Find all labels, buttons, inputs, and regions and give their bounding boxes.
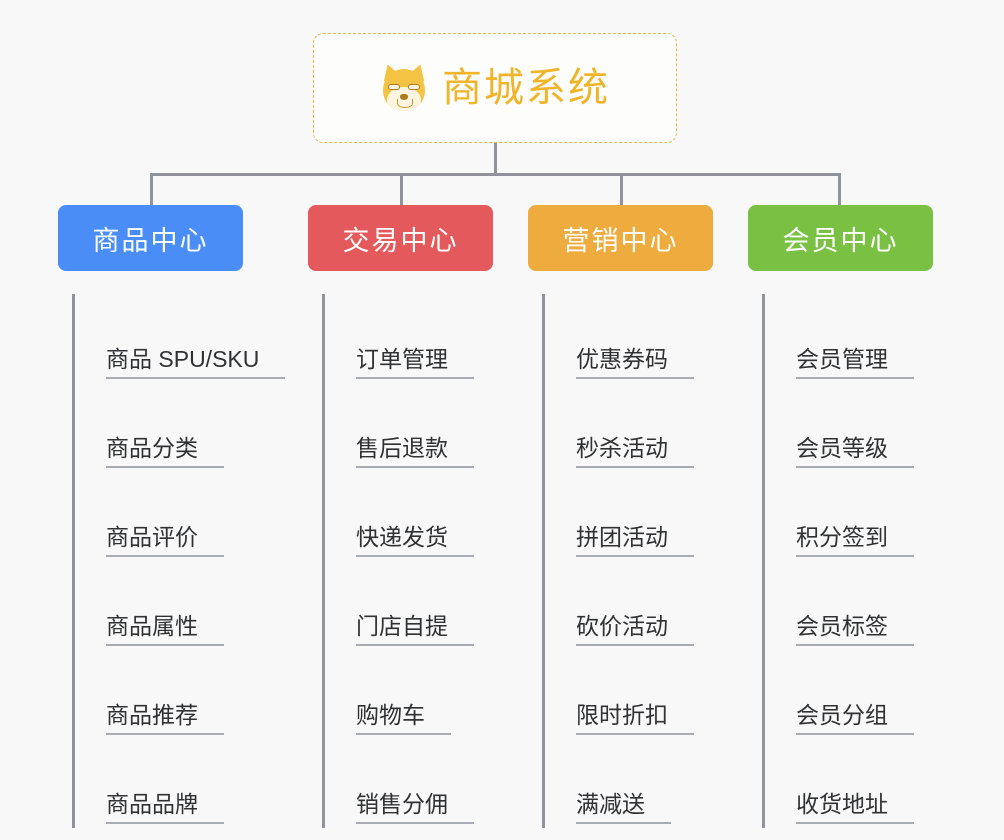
branch-item-label: 门店自提 [356, 613, 474, 646]
branch-item[interactable]: 商品属性 [75, 561, 285, 650]
branch-item[interactable]: 订单管理 [325, 294, 493, 383]
branch-item-label: 销售分佣 [356, 791, 474, 824]
branch-item-label: 商品品牌 [106, 791, 224, 824]
branch-item[interactable]: 商品 SPU/SKU [75, 294, 286, 383]
branch-item[interactable]: 收货地址 [765, 739, 933, 828]
branch-header-label-2: 交易中心 [342, 225, 459, 256]
connector-horizontal-bus [150, 173, 840, 176]
branch-item-label: 售后退款 [356, 435, 474, 468]
branch-item[interactable]: 商品分类 [75, 383, 285, 472]
connector-drop-2 [400, 173, 403, 208]
branch-column-4: 会员中心 会员管理 会员等级 积分签到 会员标签 会员分组 收货地址 [748, 205, 933, 828]
branch-item[interactable]: 商品评价 [75, 472, 285, 561]
branch-item[interactable]: 砍价活动 [545, 561, 713, 650]
branch-item-label: 优惠券码 [576, 346, 694, 379]
shiba-dog-face-icon [379, 61, 429, 112]
branch-item-list-1: 商品 SPU/SKU 商品分类 商品评价 商品属性 商品推荐 商品品牌 [72, 294, 286, 828]
branch-item-list-2: 订单管理 售后退款 快递发货 门店自提 购物车 销售分佣 [322, 294, 493, 828]
root-node[interactable]: 商城系统 [313, 33, 677, 143]
branch-item-label: 会员标签 [796, 613, 914, 646]
branch-item-label: 商品推荐 [106, 702, 224, 735]
branch-item[interactable]: 会员等级 [765, 383, 933, 472]
branch-header-label-1: 商品中心 [92, 225, 209, 256]
branch-item[interactable]: 售后退款 [325, 383, 493, 472]
branch-item[interactable]: 购物车 [325, 650, 493, 739]
branch-item-label: 满减送 [576, 791, 671, 824]
branch-item-list-3: 优惠券码 秒杀活动 拼团活动 砍价活动 限时折扣 满减送 [542, 294, 713, 828]
root-title: 商城系统 [442, 66, 610, 110]
branch-item[interactable]: 会员分组 [765, 650, 933, 739]
branch-item-label: 商品 SPU/SKU [106, 346, 286, 379]
branch-item-label: 收货地址 [796, 791, 914, 824]
connector-drop-3 [620, 173, 623, 208]
branch-item-label: 商品属性 [106, 613, 224, 646]
branch-item[interactable]: 商品品牌 [75, 739, 285, 828]
branch-item-list-4: 会员管理 会员等级 积分签到 会员标签 会员分组 收货地址 [762, 294, 933, 828]
branch-header-2[interactable]: 交易中心 [308, 205, 493, 271]
branch-item[interactable]: 门店自提 [325, 561, 493, 650]
branch-column-3: 营销中心 优惠券码 秒杀活动 拼团活动 砍价活动 限时折扣 满减送 [528, 205, 713, 828]
branch-item-label: 快递发货 [356, 524, 474, 557]
branch-item[interactable]: 会员管理 [765, 294, 933, 383]
branch-item[interactable]: 拼团活动 [545, 472, 713, 561]
connector-root-stem [494, 143, 497, 176]
branch-header-label-3: 营销中心 [562, 225, 679, 256]
branch-item-label: 积分签到 [796, 524, 914, 557]
branch-item[interactable]: 秒杀活动 [545, 383, 713, 472]
branch-item-label: 会员管理 [796, 346, 914, 379]
branch-item[interactable]: 积分签到 [765, 472, 933, 561]
branch-item[interactable]: 限时折扣 [545, 650, 713, 739]
branch-header-label-4: 会员中心 [782, 225, 899, 256]
branch-item-label: 会员等级 [796, 435, 914, 468]
branch-item[interactable]: 会员标签 [765, 561, 933, 650]
branch-header-1[interactable]: 商品中心 [58, 205, 243, 271]
branch-item[interactable]: 销售分佣 [325, 739, 493, 828]
connector-drop-1 [150, 173, 153, 208]
branch-item-label: 拼团活动 [576, 524, 694, 557]
branch-item-label: 商品评价 [106, 524, 224, 557]
branch-item-label: 商品分类 [106, 435, 224, 468]
branch-item-label: 限时折扣 [576, 702, 694, 735]
branch-item-label: 购物车 [356, 702, 451, 735]
branch-column-1: 商品中心 商品 SPU/SKU 商品分类 商品评价 商品属性 商品推荐 商品品牌 [58, 205, 286, 828]
branch-item-label: 订单管理 [356, 346, 474, 379]
branch-item[interactable]: 满减送 [545, 739, 713, 828]
branch-item-label: 秒杀活动 [576, 435, 694, 468]
branch-item[interactable]: 快递发货 [325, 472, 493, 561]
branch-column-2: 交易中心 订单管理 售后退款 快递发货 门店自提 购物车 销售分佣 [308, 205, 493, 828]
branch-item-label: 会员分组 [796, 702, 914, 735]
connector-drop-4 [838, 173, 841, 208]
branch-item[interactable]: 商品推荐 [75, 650, 285, 739]
branch-header-3[interactable]: 营销中心 [528, 205, 713, 271]
branch-item-label: 砍价活动 [576, 613, 694, 646]
branch-header-4[interactable]: 会员中心 [748, 205, 933, 271]
branch-item[interactable]: 优惠券码 [545, 294, 713, 383]
